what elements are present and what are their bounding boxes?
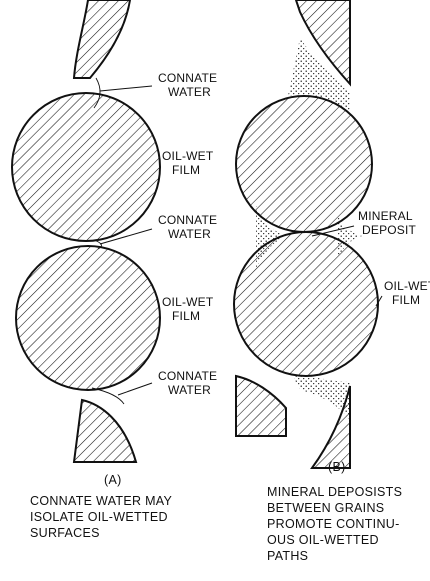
panel-a: CONNATE WATER OIL-WET FILM CONNATE WATER… [12, 0, 221, 540]
panel-b-caption: MINERAL DEPOSISTS BETWEEN GRAINS PROMOTE… [267, 485, 406, 563]
grain-a-top [74, 0, 130, 78]
label-connate-water-1: CONNATE WATER [158, 71, 221, 99]
label-mineral-deposit: MINERAL DEPOSIT [358, 209, 417, 237]
panel-a-caption: CONNATE WATER MAY ISOLATE OIL-WETTED SUR… [30, 494, 176, 540]
panel-b-tag: (B) [328, 460, 346, 474]
label-connate-water-3: CONNATE WATER [158, 369, 221, 397]
grain-b-upper [236, 96, 372, 232]
label-oil-wet-film-2: OIL-WET FILM [162, 295, 217, 323]
leader-connate-water-3 [118, 383, 152, 395]
grain-b-left-wall [236, 376, 286, 436]
panel-a-tag: (A) [104, 473, 122, 487]
label-connate-water-2: CONNATE WATER [158, 213, 221, 241]
grain-a-bottom [74, 400, 136, 462]
grain-a-upper [12, 93, 160, 241]
label-oil-wet-film-1: OIL-WET FILM [162, 149, 217, 177]
leader-connate-water-1 [100, 86, 152, 91]
panel-b: MINERAL DEPOSIT OIL-WET FILM (B) MINERAL… [234, 0, 430, 563]
grain-a-lower [16, 246, 160, 390]
grain-b-lower [234, 232, 378, 376]
label-oil-wet-film-b: OIL-WET FILM [384, 279, 430, 307]
